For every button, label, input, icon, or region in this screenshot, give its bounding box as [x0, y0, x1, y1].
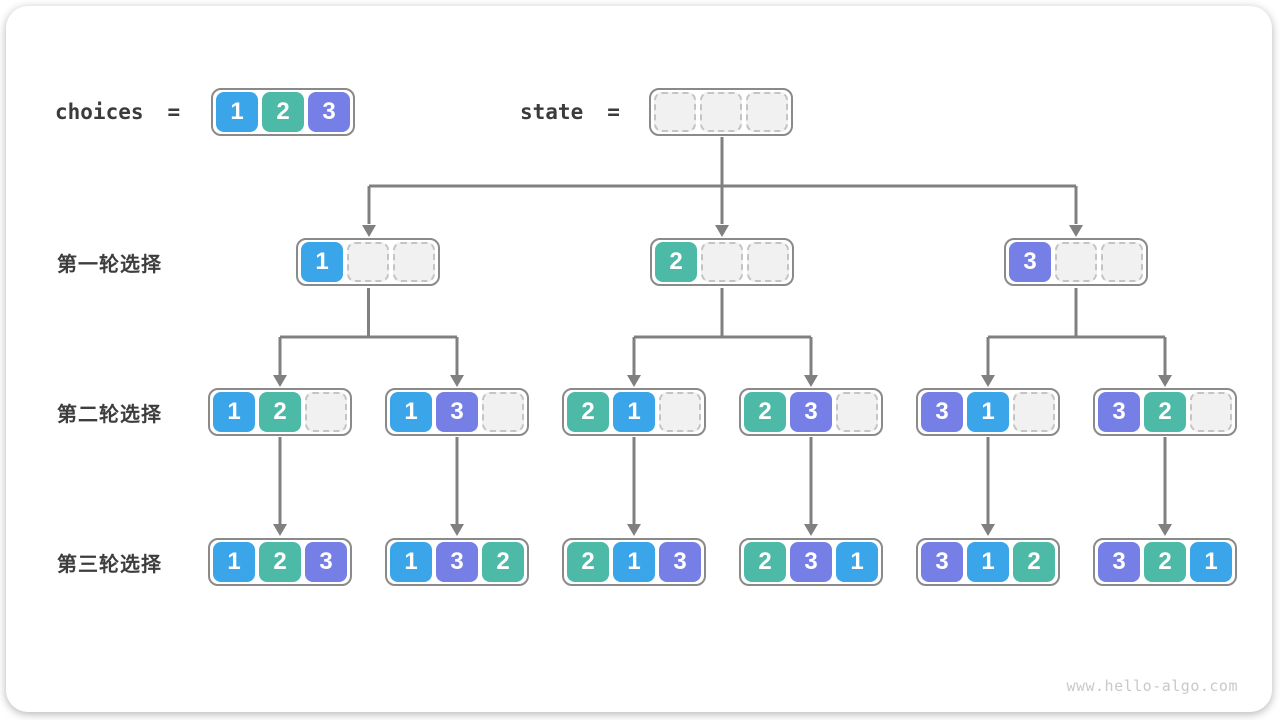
- value-cell: 3: [1098, 392, 1140, 432]
- value-cell: [393, 242, 435, 282]
- value-cell: 1: [613, 392, 655, 432]
- choices-equals: =: [167, 100, 181, 124]
- value-cell: 2: [262, 92, 304, 132]
- value-cell: 2: [482, 542, 524, 582]
- value-cell: 1: [213, 392, 255, 432]
- round3-label: 第三轮选择: [57, 553, 162, 576]
- value-cell: 3: [1098, 542, 1140, 582]
- value-cell: [659, 392, 701, 432]
- round2-node-13: 1 3: [385, 388, 529, 436]
- value-cell: [305, 392, 347, 432]
- round3-node-213: 2 1 3: [562, 538, 706, 586]
- value-cell: [482, 392, 524, 432]
- choices-box: 1 2 3: [211, 88, 355, 136]
- value-cell: [836, 392, 878, 432]
- choices-label: choices =: [55, 88, 180, 136]
- value-cell: 3: [305, 542, 347, 582]
- state-box: [649, 88, 793, 136]
- value-cell: 1: [216, 92, 258, 132]
- watermark: www.hello-algo.com: [1066, 677, 1238, 695]
- round1-node-3: 3: [1004, 238, 1148, 286]
- value-cell: 3: [436, 392, 478, 432]
- value-cell: 1: [390, 542, 432, 582]
- value-cell: 2: [1144, 542, 1186, 582]
- value-cell: 2: [259, 392, 301, 432]
- round2-label: 第二轮选择: [57, 403, 162, 426]
- value-cell: 1: [967, 392, 1009, 432]
- round3-node-132: 1 3 2: [385, 538, 529, 586]
- round1-label: 第一轮选择: [57, 253, 162, 276]
- round1-node-2: 2: [650, 238, 794, 286]
- empty-cell: [746, 92, 788, 132]
- value-cell: 3: [436, 542, 478, 582]
- round3-node-231: 2 3 1: [739, 538, 883, 586]
- value-cell: [1190, 392, 1232, 432]
- value-cell: 3: [1009, 242, 1051, 282]
- choices-word: choices: [55, 100, 144, 124]
- round3-node-312: 3 1 2: [916, 538, 1060, 586]
- value-cell: 2: [567, 392, 609, 432]
- value-cell: 2: [1144, 392, 1186, 432]
- state-word: state: [520, 100, 584, 124]
- value-cell: 1: [301, 242, 343, 282]
- value-cell: 2: [1013, 542, 1055, 582]
- value-cell: [747, 242, 789, 282]
- value-cell: 2: [259, 542, 301, 582]
- value-cell: [1101, 242, 1143, 282]
- value-cell: 2: [744, 542, 786, 582]
- value-cell: 2: [744, 392, 786, 432]
- value-cell: 3: [921, 392, 963, 432]
- round2-node-23: 2 3: [739, 388, 883, 436]
- round2-node-32: 3 2: [1093, 388, 1237, 436]
- value-cell: 1: [613, 542, 655, 582]
- value-cell: [701, 242, 743, 282]
- value-cell: 1: [967, 542, 1009, 582]
- empty-cell: [654, 92, 696, 132]
- round3-node-321: 3 2 1: [1093, 538, 1237, 586]
- value-cell: 2: [567, 542, 609, 582]
- round2-node-12: 1 2: [208, 388, 352, 436]
- value-cell: 1: [1190, 542, 1232, 582]
- value-cell: 2: [655, 242, 697, 282]
- round2-node-31: 3 1: [916, 388, 1060, 436]
- value-cell: [1055, 242, 1097, 282]
- empty-cell: [700, 92, 742, 132]
- value-cell: 3: [308, 92, 350, 132]
- connector-lines: [278, 137, 1167, 524]
- value-cell: 1: [836, 542, 878, 582]
- state-equals: =: [607, 100, 620, 124]
- value-cell: 1: [390, 392, 432, 432]
- value-cell: [1013, 392, 1055, 432]
- round1-node-1: 1: [296, 238, 440, 286]
- round3-node-123: 1 2 3: [208, 538, 352, 586]
- value-cell: 3: [921, 542, 963, 582]
- value-cell: [347, 242, 389, 282]
- state-label: state =: [520, 88, 620, 136]
- round2-node-21: 2 1: [562, 388, 706, 436]
- value-cell: 1: [213, 542, 255, 582]
- value-cell: 3: [790, 542, 832, 582]
- value-cell: 3: [790, 392, 832, 432]
- value-cell: 3: [659, 542, 701, 582]
